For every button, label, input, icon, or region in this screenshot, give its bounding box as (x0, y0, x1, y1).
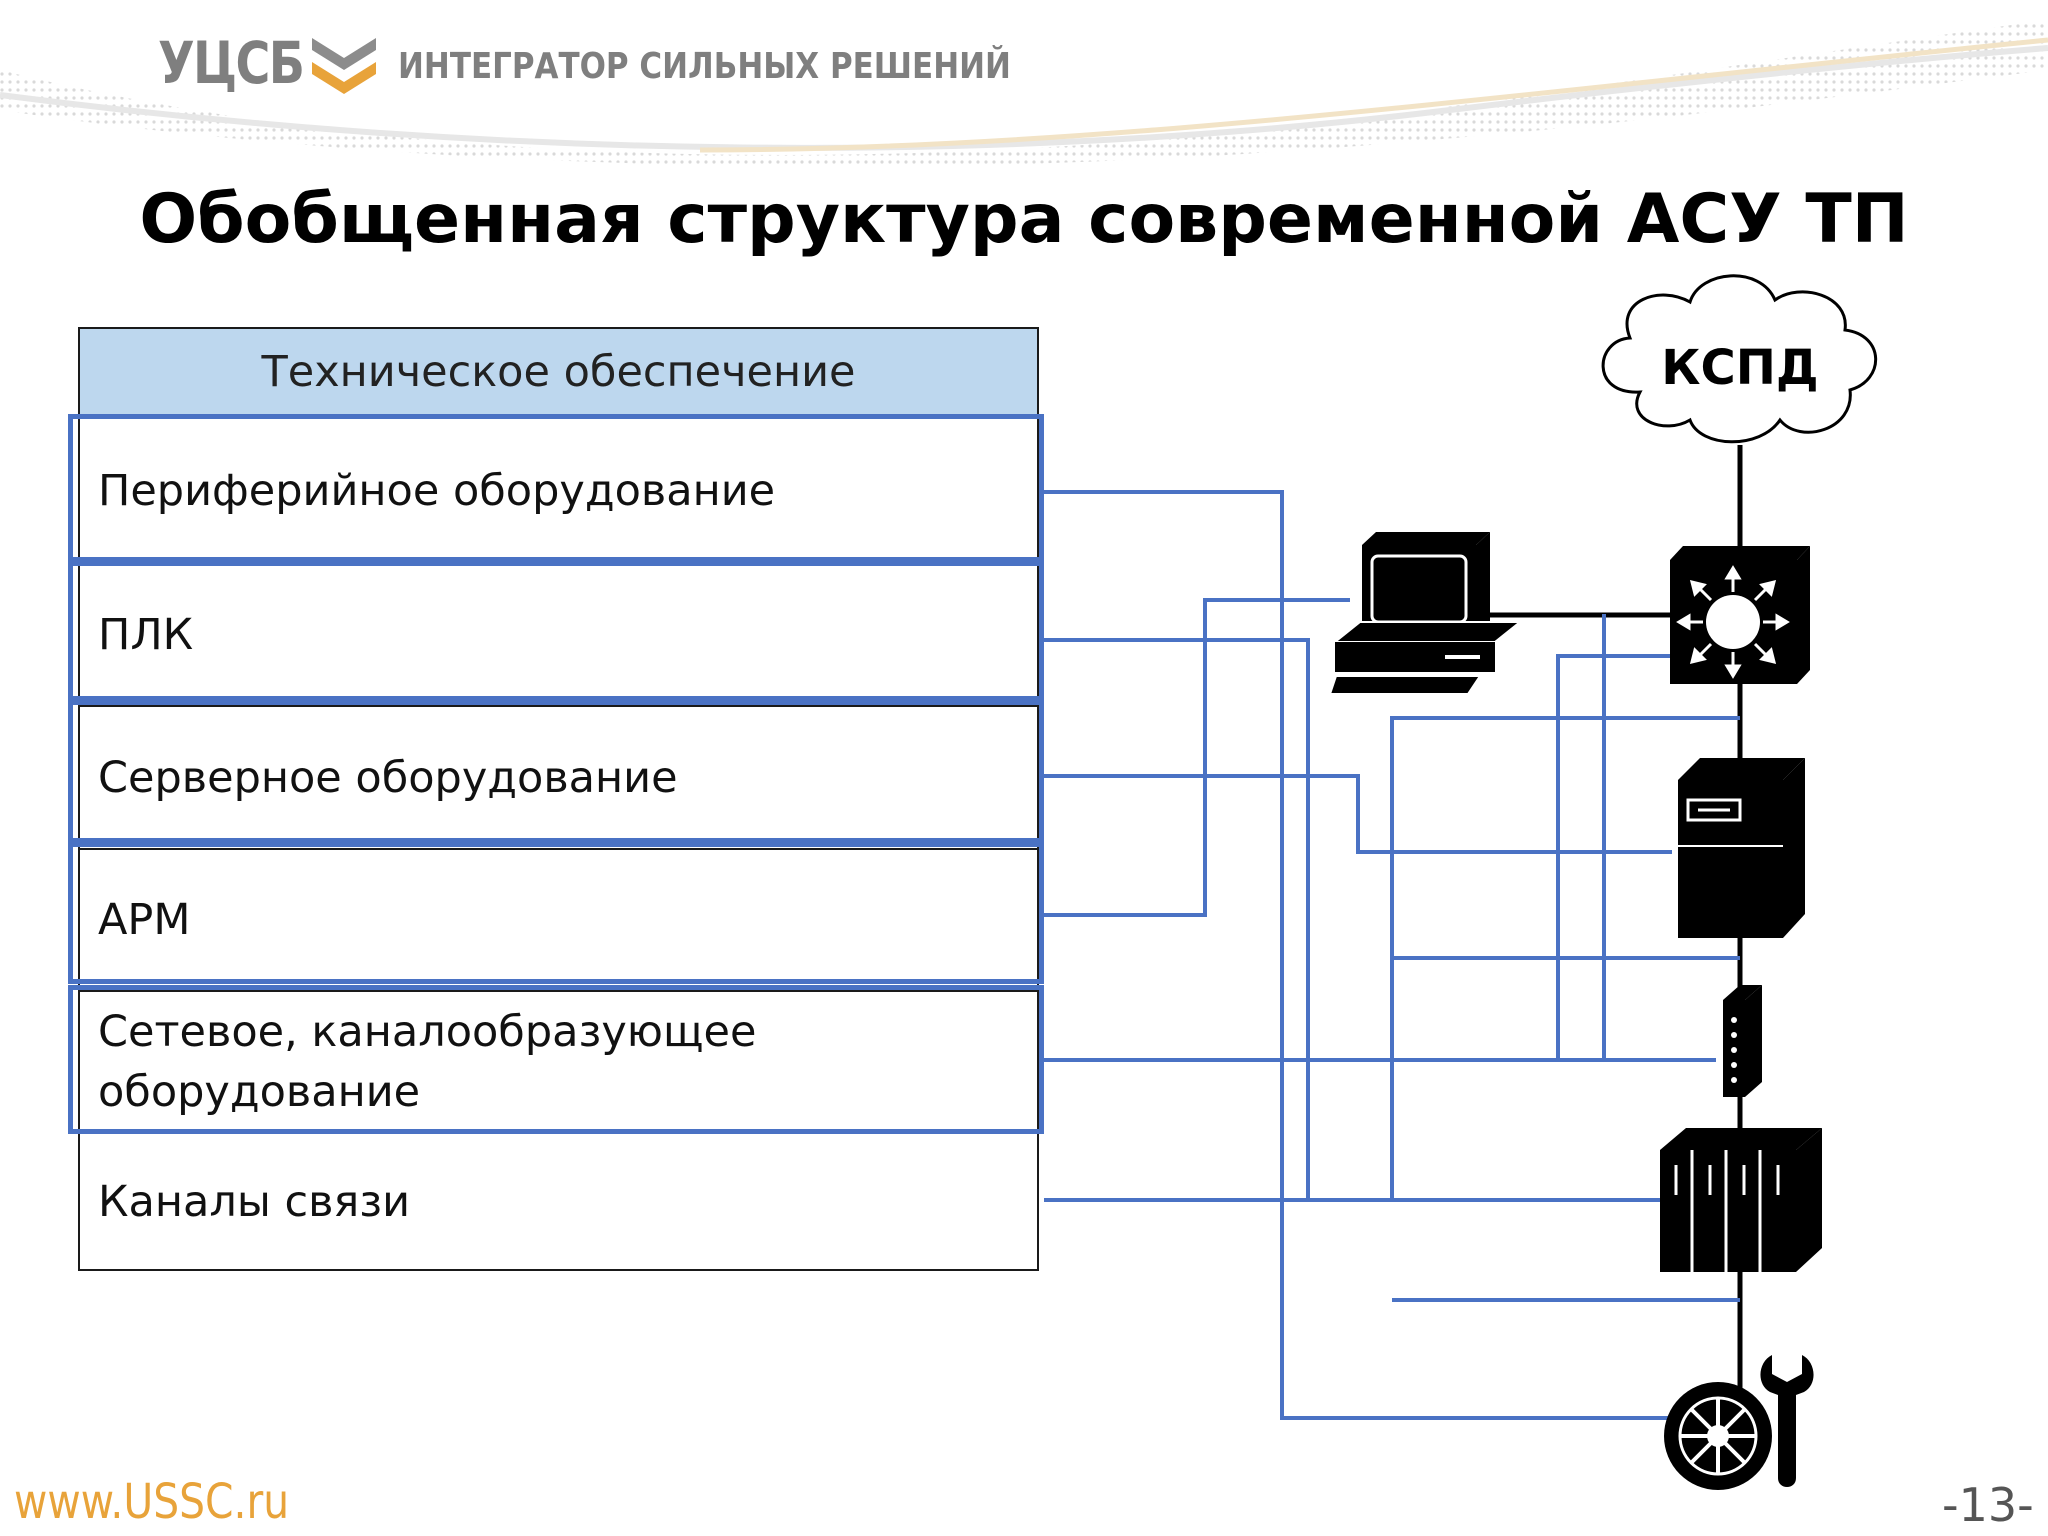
link-channels (1044, 716, 1740, 1202)
connection-lines (1044, 490, 1740, 1420)
row-channels: Каналы связи (80, 1134, 1037, 1269)
technical-support-table (78, 327, 1039, 1271)
row-highlight-frame (68, 842, 1044, 984)
logo[interactable]: УЦСБ (158, 28, 376, 98)
row-arm: АРМ (80, 850, 1037, 990)
row-label-line2: оборудование (98, 1067, 421, 1117)
row-divider (80, 848, 1037, 850)
server-icon (1678, 758, 1805, 938)
link-plc (1044, 638, 1660, 1202)
row-network: Сетевое, каналообразующее оборудование (80, 992, 1037, 1132)
row-label: Каналы связи (98, 1176, 411, 1227)
table-header: Техническое обеспечение (80, 329, 1037, 418)
link-arm (1044, 598, 1350, 917)
plc-icon (1660, 1128, 1822, 1272)
backbone-line (1475, 445, 1743, 1410)
link-network-branch (1556, 654, 1672, 1060)
row-label: ПЛК (98, 609, 194, 660)
row-peripheral: Периферийное оборудование (80, 420, 1037, 562)
row-highlight-frame (68, 700, 1044, 843)
modem-icon (1723, 985, 1762, 1097)
row-highlight-frame (68, 561, 1044, 701)
cloud-label: КСПД (1661, 340, 1819, 396)
logo-tagline: ИНТЕГРАТОР СИЛЬНЫХ РЕШЕНИЙ (398, 46, 1011, 87)
field-equipment-icon (1664, 1355, 1814, 1490)
row-label: Сетевое, каналообразующее оборудование (98, 1002, 756, 1122)
footer-url-link[interactable]: www.USSC.ru (14, 1474, 290, 1530)
logo-text: УЦСБ (158, 29, 305, 97)
page-title: Обобщенная структура современной АСУ ТП (139, 180, 1909, 259)
row-server: Серверное оборудование (80, 707, 1037, 848)
link-peripheral (1044, 490, 1672, 1420)
row-divider (80, 705, 1037, 707)
switch-icon (1670, 546, 1810, 684)
workstation-icon (1328, 532, 1523, 695)
header-swoosh (0, 20, 2048, 167)
row-label: Периферийное оборудование (98, 466, 776, 516)
page-number: -13- (1942, 1478, 2034, 1532)
row-label: Серверное оборудование (98, 752, 678, 803)
row-highlight-frame (68, 414, 1044, 562)
row-highlight-frame (68, 985, 1044, 1134)
row-label: АРМ (98, 895, 191, 945)
row-label-line1: Сетевое, каналообразующее (98, 1007, 757, 1057)
row-plc: ПЛК (80, 564, 1037, 705)
row-divider (80, 990, 1037, 992)
logo-chevron-icon (312, 38, 376, 94)
link-server (1044, 774, 1672, 854)
